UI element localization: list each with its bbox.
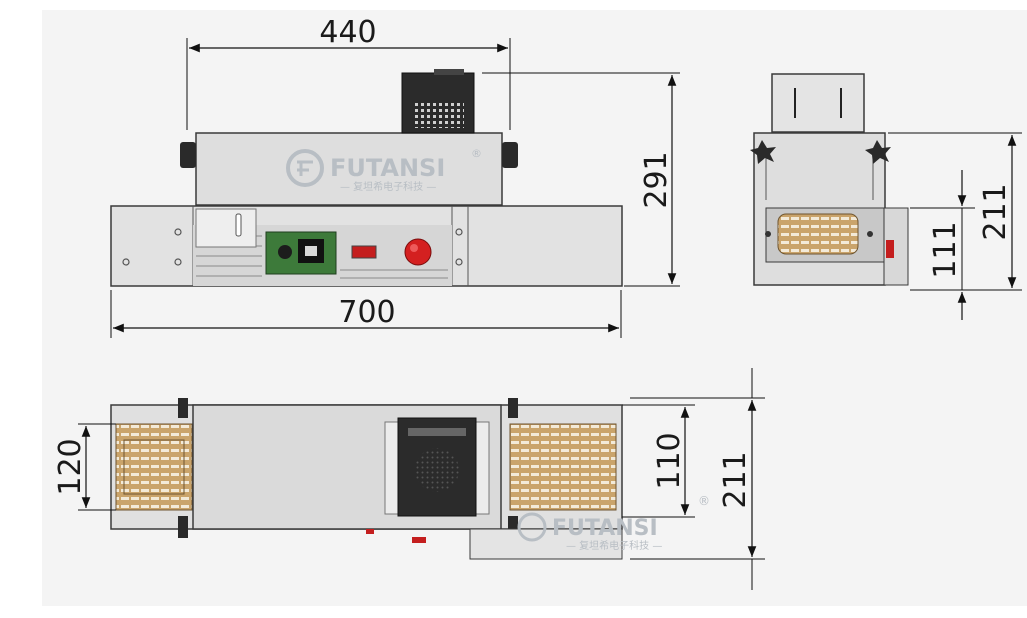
screw (455, 258, 463, 266)
watermark-top: FUTANSI ® — 复坦希电子科技 — (517, 494, 710, 552)
top-red-button (412, 537, 426, 543)
screw (122, 258, 130, 266)
top-belt-left (115, 423, 193, 511)
door-panel (195, 208, 257, 248)
watermark-front: FUTANSI ® — 复坦希电子科技 — (286, 147, 482, 193)
dim-label-211-top: 211 (718, 451, 753, 508)
side-red-button (886, 240, 894, 258)
watermark-subtitle: — 复坦希电子科技 — (566, 539, 662, 552)
side-star-knob-left (750, 140, 776, 164)
emergency-stop-button (404, 238, 432, 266)
speed-knob (278, 245, 292, 259)
side-star-knob-right (865, 140, 891, 164)
screw (174, 228, 182, 236)
top-knob (508, 398, 518, 418)
dim-label-700: 700 (338, 295, 395, 330)
watermark-registered: ® (471, 147, 482, 160)
power-switch (351, 245, 377, 259)
top-belt-right (509, 423, 617, 511)
door-handle (235, 213, 242, 237)
top-knob (178, 398, 188, 418)
screw (455, 228, 463, 236)
screw (174, 258, 182, 266)
side-belt-roller (777, 213, 859, 255)
dim-label-120: 120 (53, 438, 88, 495)
dim-label-110: 110 (652, 432, 687, 489)
dim-label-291: 291 (639, 151, 674, 208)
dim-label-211-side: 211 (978, 183, 1013, 240)
top-knob (178, 516, 188, 538)
watermark-registered: ® (698, 494, 710, 508)
dim-label-111: 111 (928, 221, 963, 278)
fan-vent (412, 100, 464, 128)
right-knob (502, 142, 518, 168)
fan-box-cap (434, 69, 464, 75)
watermark-brand: FUTANSI (552, 516, 658, 541)
front-view: FUTANSI ® — 复坦希电子科技 — 440 700 291 (110, 15, 680, 338)
left-knob (180, 142, 196, 168)
side-view: 211 111 (750, 73, 1022, 320)
top-knob (508, 516, 518, 538)
watermark-logo-icon (286, 149, 324, 187)
emergency-stop-highlight (410, 244, 418, 252)
watermark-subtitle: — 复坦希电子科技 — (340, 180, 436, 193)
side-fan-housing (771, 73, 865, 133)
top-view: FUTANSI ® — 复坦希电子科技 — 120 110 211 (53, 368, 765, 590)
controller-display-window (305, 246, 317, 256)
dim-label-440: 440 (319, 15, 376, 50)
watermark-brand: FUTANSI (330, 154, 445, 182)
lamp-housing (195, 132, 503, 206)
top-fan-grille (415, 448, 459, 492)
